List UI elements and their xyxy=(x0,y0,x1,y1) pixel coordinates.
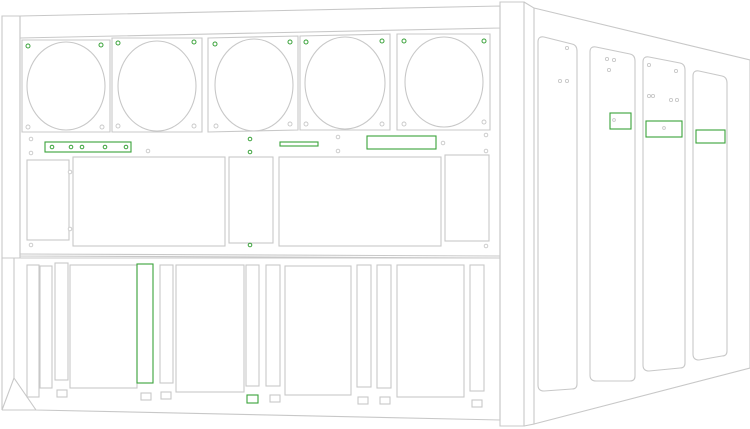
fan-2 xyxy=(111,37,203,133)
right-connector xyxy=(366,135,437,150)
side-panel-port-2 xyxy=(645,120,683,138)
side-panel-port-1 xyxy=(609,112,632,130)
side-panel-1 xyxy=(537,36,578,392)
fan-3 xyxy=(207,35,299,133)
center-slot xyxy=(247,136,319,155)
fan-1 xyxy=(21,39,111,133)
side-panel-4 xyxy=(692,70,728,361)
fan-row xyxy=(21,33,491,133)
chassis-frame xyxy=(1,1,535,427)
fan-4 xyxy=(299,33,391,131)
side-panel-3 xyxy=(642,56,686,372)
side-panel xyxy=(533,7,750,425)
fan-5 xyxy=(396,33,491,131)
side-panel-2 xyxy=(589,46,636,382)
tall-bay-slot xyxy=(136,263,154,384)
left-connector-bar xyxy=(44,141,132,153)
middle-bays xyxy=(26,132,490,249)
bottom-connector xyxy=(246,394,259,404)
side-panel-port-3 xyxy=(695,129,726,144)
lower-bays xyxy=(26,262,485,408)
